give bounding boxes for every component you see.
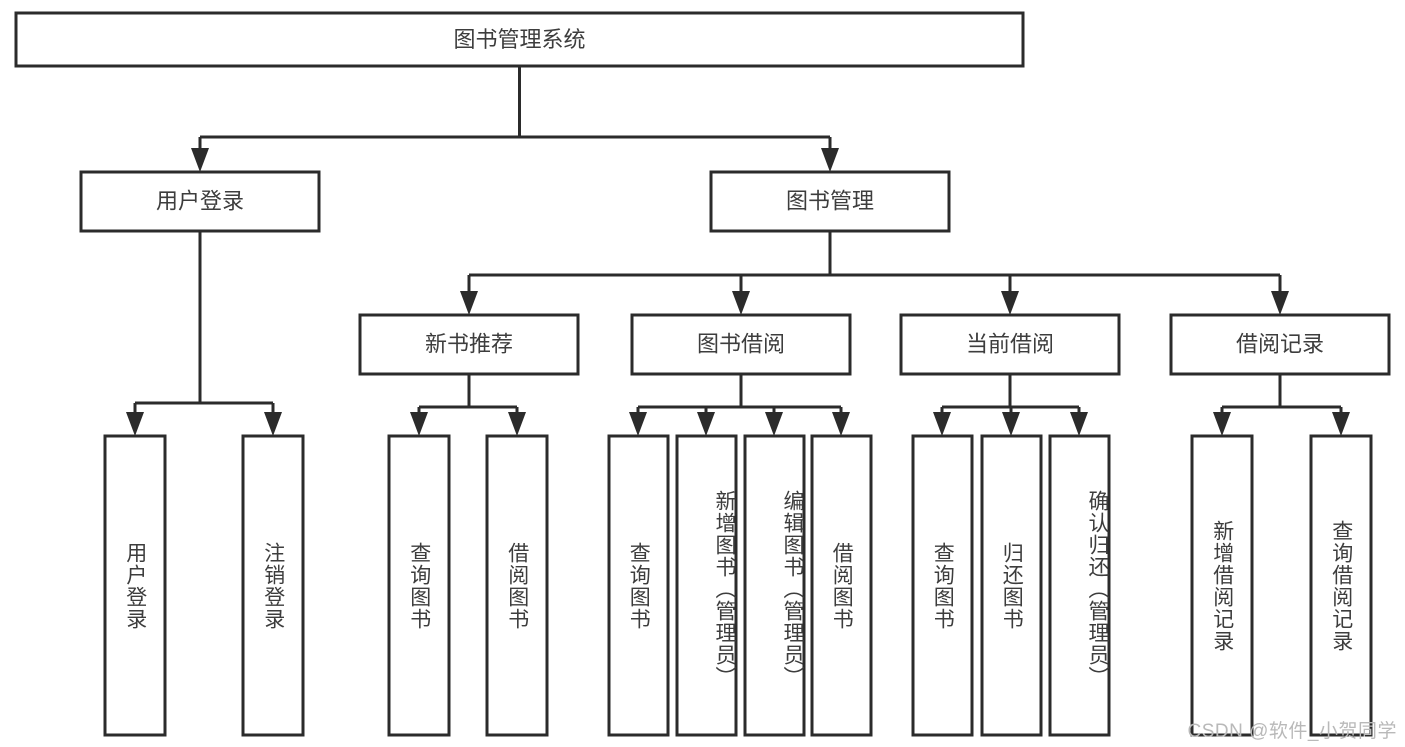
watermark-text: CSDN @软件_小贺同学	[1187, 721, 1397, 742]
leaf-box-borrow-book[interactable]	[810, 434, 873, 737]
connector-newbook-to-leaves	[410, 374, 526, 436]
arrow-head-icon	[191, 148, 209, 172]
node-current-borrow-label: 当前借阅	[966, 331, 1054, 356]
node-borrow-record[interactable]: 借阅记录	[1169, 313, 1391, 376]
arrow-head-icon	[832, 412, 850, 436]
arrow-head-icon	[1332, 412, 1350, 436]
arrow-head-icon	[732, 291, 750, 315]
leaf-box-return-book[interactable]	[980, 434, 1043, 737]
connector-bookmgmt-to-level3	[460, 231, 1289, 315]
node-root-book-management-system[interactable]: 图书管理系统	[14, 11, 1025, 68]
connector-borrowbook-to-leaves	[629, 374, 850, 436]
leaf-box-query-book-current[interactable]	[911, 434, 974, 737]
node-new-book-recommend[interactable]: 新书推荐	[358, 313, 580, 376]
node-borrow-record-box[interactable]	[1169, 313, 1391, 376]
leaf-box-query-book-newrec[interactable]	[387, 434, 451, 737]
connector-root-to-level2	[191, 66, 839, 172]
node-borrow-record-label: 借阅记录	[1236, 331, 1324, 356]
connector-userlogin-to-leaves	[126, 231, 282, 436]
node-root-label: 图书管理系统	[453, 27, 585, 52]
arrow-head-icon	[933, 412, 951, 436]
node-current-borrow[interactable]: 当前借阅	[899, 313, 1121, 376]
arrow-head-icon	[1001, 291, 1019, 315]
connector-currentborrow-to-leaves	[933, 374, 1088, 436]
leaf-box-add-book-admin[interactable]	[675, 434, 738, 737]
leaf-box-query-borrow-record[interactable]	[1309, 434, 1373, 737]
arrow-head-icon	[1213, 412, 1231, 436]
arrow-head-icon	[126, 412, 144, 436]
arrow-head-icon	[460, 291, 478, 315]
arrow-head-icon	[1002, 412, 1020, 436]
arrow-head-icon	[765, 412, 783, 436]
node-book-management-box[interactable]	[709, 170, 951, 233]
arrow-head-icon	[508, 412, 526, 436]
node-new-book-recommend-label: 新书推荐	[425, 331, 513, 356]
leaf-box-logout-login[interactable]	[241, 434, 305, 737]
node-current-borrow-box[interactable]	[899, 313, 1121, 376]
node-user-login-box[interactable]	[79, 170, 321, 233]
leaf-box-confirm-return-admin[interactable]	[1048, 434, 1111, 737]
node-book-management-label: 图书管理	[786, 188, 874, 213]
leaf-box-borrow-book-newrec[interactable]	[485, 434, 549, 737]
node-book-management[interactable]: 图书管理	[709, 170, 951, 233]
arrow-head-icon	[1070, 412, 1088, 436]
leaf-box-add-borrow-record[interactable]	[1190, 434, 1254, 737]
node-new-book-recommend-box[interactable]	[358, 313, 580, 376]
node-book-borrow-box[interactable]	[630, 313, 852, 376]
node-user-login[interactable]: 用户登录	[79, 170, 321, 233]
leaf-box-query-book-borrow[interactable]	[607, 434, 670, 737]
leaf-box-edit-book-admin[interactable]	[743, 434, 806, 737]
node-user-login-label: 用户登录	[156, 188, 244, 213]
arrow-head-icon	[697, 412, 715, 436]
arrow-head-icon	[410, 412, 428, 436]
connector-borrowrecord-to-leaves	[1213, 374, 1350, 436]
arrow-head-icon	[1271, 291, 1289, 315]
leaf-box-user-login[interactable]	[103, 434, 167, 737]
node-book-borrow[interactable]: 图书借阅	[630, 313, 852, 376]
arrow-head-icon	[264, 412, 282, 436]
node-root-box[interactable]	[14, 11, 1025, 68]
node-book-borrow-label: 图书借阅	[697, 331, 785, 356]
arrow-head-icon	[821, 148, 839, 172]
arrow-head-icon	[629, 412, 647, 436]
